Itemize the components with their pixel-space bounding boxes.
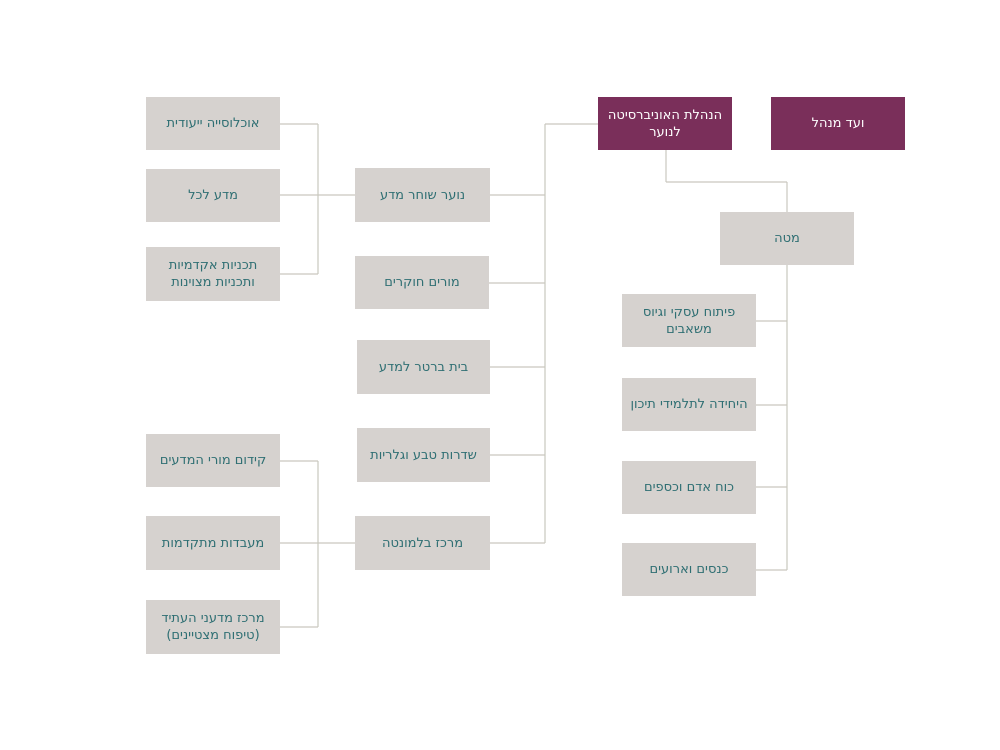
- youth-science-node: נוער שוחר מדע: [355, 168, 490, 222]
- management-node: הנהלת האוניברסיטה לנוער: [598, 97, 732, 150]
- board-node: ועד מנהל: [771, 97, 905, 150]
- academic-programs-node: תכניות אקדמיות ותכניות מצוינות: [146, 247, 280, 301]
- hq-node: מטה: [720, 212, 854, 265]
- hq-conferences-node: כנסים וארועים: [622, 543, 756, 596]
- special-populations-node: אוכלוסייה ייעודית: [146, 97, 280, 150]
- bloomfield-center-node: מרכז בלמונטה: [355, 516, 490, 570]
- hq-hr-finance-node: כוח אדם וכספים: [622, 461, 756, 514]
- barter-house-node: בית ברטר למדע: [357, 340, 490, 394]
- advanced-labs-node: מעבדות מתקדמות: [146, 516, 280, 570]
- science-for-all-node: מדע לכל: [146, 169, 280, 222]
- future-scientists-node: מרכז מדעני העתיד (טיפוח מצטיינים): [146, 600, 280, 654]
- hq-highschool-unit-node: היחידה לתלמידי תיכון: [622, 378, 756, 431]
- teacher-advancement-node: קידום מורי המדעים: [146, 434, 280, 487]
- nature-galleries-node: שדרות טבע וגלריות: [357, 428, 490, 482]
- research-teachers-node: מורים חוקרים: [355, 256, 489, 309]
- hq-business-development-node: פיתוח עסקי וגיוס משאבים: [622, 294, 756, 347]
